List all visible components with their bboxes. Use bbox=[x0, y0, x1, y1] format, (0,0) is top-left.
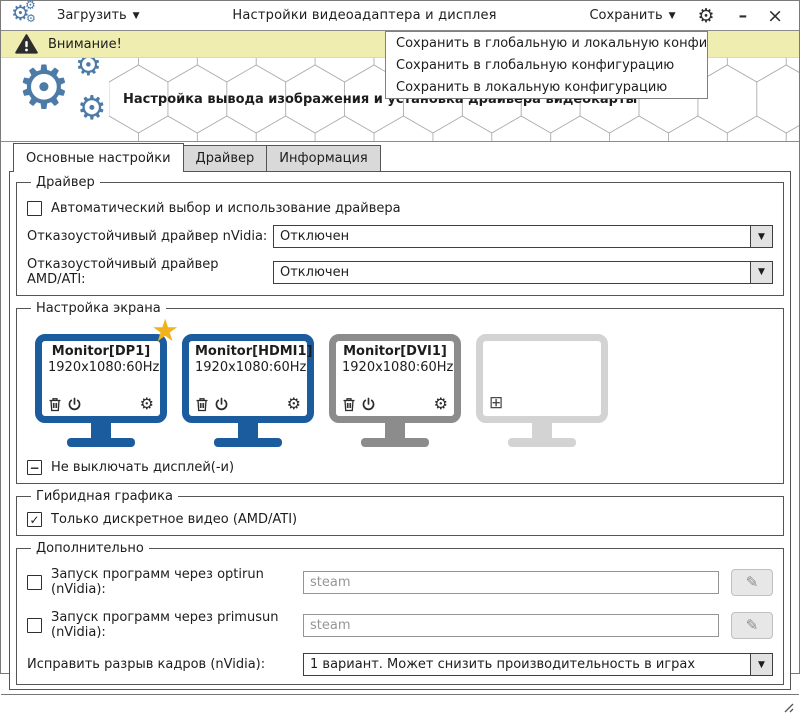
monitor-card-hdmi1[interactable]: Monitor[HDMI1] 1920x1080:60Hz ⚙ bbox=[182, 334, 314, 447]
status-bar bbox=[1, 694, 799, 717]
primusun-checkbox[interactable] bbox=[27, 617, 42, 633]
load-button-label: Загрузить bbox=[57, 8, 127, 23]
nvidia-failsafe-select[interactable]: Отключен ▼ bbox=[273, 225, 773, 248]
amd-failsafe-select[interactable]: Отключен ▼ bbox=[273, 260, 773, 284]
monitor-settings-icon[interactable]: ⚙ bbox=[139, 394, 154, 413]
chevron-down-icon: ▼ bbox=[750, 261, 772, 283]
save-button[interactable]: Сохранить ▼ bbox=[583, 5, 681, 26]
discrete-only-checkbox[interactable]: ✓ bbox=[27, 512, 42, 527]
power-toggle-icon[interactable] bbox=[214, 397, 229, 412]
tearing-fix-select[interactable]: 1 вариант. Может снизить производительно… bbox=[303, 653, 773, 676]
primusun-edit-button[interactable]: ✎ bbox=[731, 611, 773, 639]
app-gears-icon: ⚙⚙⚙ bbox=[11, 0, 36, 25]
driver-group: Драйвер Автоматический выбор и использов… bbox=[16, 175, 784, 296]
monitor-name: Monitor[HDMI1] bbox=[195, 344, 313, 359]
monitor-list: ★ Monitor[DP1] 1920x1080:60Hz ⚙ bbox=[27, 316, 773, 447]
display-keep-on-checkbox[interactable]: − bbox=[27, 460, 42, 475]
driver-group-title: Драйвер bbox=[36, 175, 95, 190]
primary-star-icon: ★ bbox=[151, 313, 179, 349]
hybrid-graphics-group-title: Гибридная графика bbox=[36, 489, 173, 504]
screen-group: Настройка экрана ★ Monitor[DP1] 1920x108… bbox=[16, 301, 784, 484]
chevron-down-icon: ▼ bbox=[750, 226, 772, 247]
monitor-mode: 1920x1080:60Hz bbox=[48, 360, 160, 375]
monitor-name: Monitor[DP1] bbox=[51, 344, 151, 359]
delete-monitor-icon[interactable] bbox=[342, 397, 356, 412]
nvidia-failsafe-label: Отказоустойчивый драйвер nVidia: bbox=[27, 229, 268, 244]
save-menu-item-local[interactable]: Сохранить в локальную конфигурацию bbox=[396, 80, 668, 95]
additional-group: Дополнительно Запуск программ через opti… bbox=[16, 541, 784, 685]
additional-group-title: Дополнительно bbox=[36, 541, 144, 556]
add-monitor-icon[interactable]: ⊞ bbox=[489, 393, 504, 413]
monitor-card-dp1[interactable]: ★ Monitor[DP1] 1920x1080:60Hz ⚙ bbox=[35, 316, 179, 447]
primusun-command-input[interactable] bbox=[303, 613, 719, 637]
tab-page-main-settings: Драйвер Автоматический выбор и использов… bbox=[9, 171, 791, 690]
monitor-settings-icon[interactable]: ⚙ bbox=[286, 394, 301, 413]
display-keep-on-label: Не выключать дисплей(-и) bbox=[51, 460, 235, 475]
screen-group-title: Настройка экрана bbox=[36, 301, 161, 316]
monitor-name: Monitor[DVI1] bbox=[343, 344, 447, 359]
monitor-mode: 1920x1080:60Hz bbox=[195, 360, 307, 375]
close-button[interactable]: × bbox=[767, 4, 783, 27]
tearing-fix-label: Исправить разрыв кадров (nVidia): bbox=[27, 657, 266, 672]
discrete-only-label: Только дискретное видео (AMD/ATI) bbox=[51, 512, 298, 527]
tab-information[interactable]: Информация bbox=[266, 145, 381, 171]
optirun-checkbox[interactable] bbox=[27, 574, 42, 590]
auto-driver-label: Автоматический выбор и использование дра… bbox=[51, 201, 401, 216]
hybrid-graphics-group: Гибридная графика ✓ Только дискретное ви… bbox=[16, 489, 784, 536]
save-button-label: Сохранить bbox=[589, 8, 663, 23]
pencil-icon: ✎ bbox=[745, 616, 759, 634]
delete-monitor-icon[interactable] bbox=[48, 397, 62, 412]
optirun-command-input[interactable] bbox=[303, 570, 719, 594]
minimize-button[interactable]: – bbox=[738, 5, 748, 26]
monitor-card-dvi1[interactable]: Monitor[DVI1] 1920x1080:60Hz ⚙ bbox=[329, 334, 461, 447]
top-toolbar: ⚙⚙⚙ Загрузить ▼ Настройки видеоадаптера … bbox=[1, 0, 799, 31]
warning-icon bbox=[15, 34, 38, 54]
chevron-down-icon: ▼ bbox=[132, 10, 140, 21]
save-menu-item-global-local[interactable]: Сохранить в глобальную и локальную конфи… bbox=[396, 36, 707, 51]
monitor-settings-icon[interactable]: ⚙ bbox=[433, 394, 448, 413]
power-toggle-icon[interactable] bbox=[67, 397, 82, 412]
chevron-down-icon: ▼ bbox=[668, 10, 676, 21]
save-menu-item-global[interactable]: Сохранить в глобальную конфигурацию bbox=[396, 58, 675, 73]
auto-driver-checkbox[interactable] bbox=[27, 201, 42, 216]
primusun-label: Запуск программ через primusun (nVidia): bbox=[51, 610, 279, 640]
power-toggle-icon[interactable] bbox=[361, 397, 376, 412]
delete-monitor-icon[interactable] bbox=[195, 397, 209, 412]
monitor-mode: 1920x1080:60Hz bbox=[342, 360, 454, 375]
tab-bar: Основные настройки Драйвер Информация bbox=[1, 142, 799, 172]
amd-failsafe-label: Отказоустойчивый драйвер AMD/ATI: bbox=[27, 257, 219, 287]
resize-grip[interactable] bbox=[781, 700, 794, 713]
header-gears-icon: ⚙⚙⚙ bbox=[17, 58, 107, 127]
save-menu: Сохранить в глобальную и локальную конфи… bbox=[385, 31, 708, 99]
settings-gear-button[interactable]: ⚙ bbox=[697, 4, 715, 27]
chevron-down-icon: ▼ bbox=[750, 654, 772, 675]
pencil-icon: ✎ bbox=[745, 573, 759, 591]
optirun-edit-button[interactable]: ✎ bbox=[731, 568, 773, 596]
optirun-label: Запуск программ через optirun (nVidia): bbox=[51, 567, 264, 597]
tab-driver[interactable]: Драйвер bbox=[182, 145, 268, 171]
window-title: Настройки видеоадаптера и дисплея bbox=[232, 8, 497, 23]
load-button[interactable]: Загрузить ▼ bbox=[51, 5, 146, 26]
add-monitor-card[interactable]: ⊞ bbox=[476, 334, 608, 447]
warning-text: Внимание! bbox=[48, 36, 122, 52]
tab-main-settings[interactable]: Основные настройки bbox=[13, 143, 184, 172]
